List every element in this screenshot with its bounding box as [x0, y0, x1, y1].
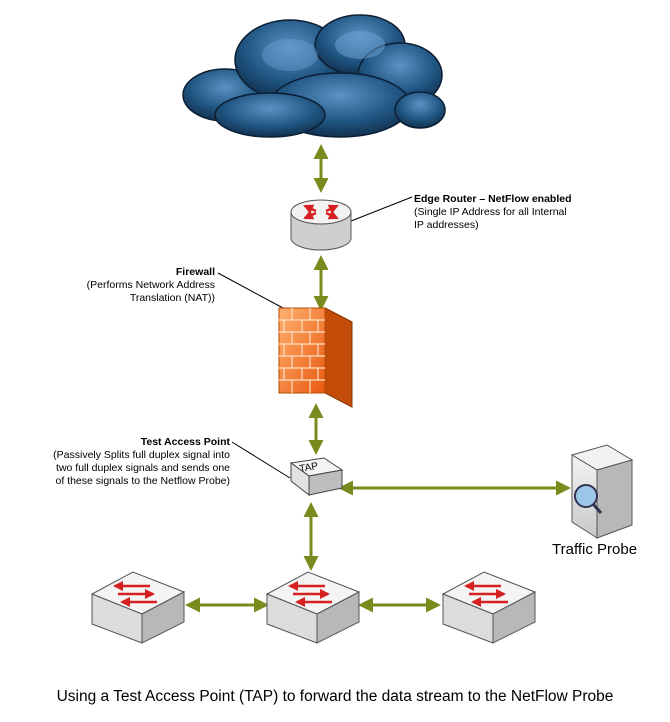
edge-router-icon [290, 199, 352, 251]
tap-label: Test Access Point (Passively Splits full… [0, 436, 230, 488]
tap-device-label: TAP [299, 461, 320, 475]
tap-title: Test Access Point [140, 436, 230, 448]
traffic-probe-icon [570, 444, 634, 539]
tap-desc-line1: (Passively Splits full duplex signal int… [53, 449, 230, 461]
firewall-desc-line1: (Performs Network Address [86, 279, 215, 291]
router-desc-line2: IP addresses) [414, 219, 479, 231]
network-links [185, 144, 571, 613]
firewall-leader [217, 272, 284, 309]
tap-device-icon: TAP [289, 457, 344, 497]
leader-lines [217, 196, 413, 479]
firewall-icon [278, 307, 353, 408]
firewall-title: Firewall [175, 266, 215, 278]
firewall-label: Firewall (Performs Network Address Trans… [35, 266, 215, 305]
traffic-probe-label: Traffic Probe [552, 541, 638, 558]
diagram-caption: Using a Test Access Point (TAP) to forwa… [56, 688, 614, 705]
tap-desc-line3: of these signals to the Netflow Probe) [55, 475, 230, 487]
firewall-desc-line2: Translation (NAT)) [129, 292, 215, 304]
router-title: Edge Router – NetFlow enabled [414, 193, 572, 205]
switch-right-icon [441, 571, 537, 644]
tap-leader [231, 441, 291, 479]
router-desc-line1: (Single IP Address for all Internal [414, 206, 567, 218]
switch-center-icon [265, 571, 361, 644]
router-leader [345, 196, 413, 224]
internet-cloud-icon [182, 14, 446, 138]
tap-desc-line2: two full duplex signals and sends one [56, 462, 230, 474]
router-label: Edge Router – NetFlow enabled (Single IP… [414, 193, 572, 232]
switch-left-icon [90, 571, 186, 644]
